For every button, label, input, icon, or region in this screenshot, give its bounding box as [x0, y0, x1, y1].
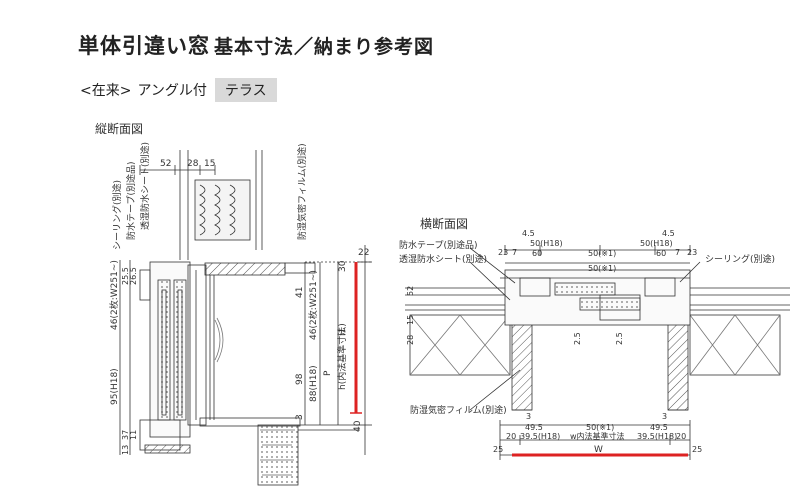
v-dim-mid-4: 3	[295, 414, 305, 420]
horizontal-section	[405, 245, 790, 460]
v-dim-top-2: 15	[204, 159, 215, 169]
h-dim-top-11: 23	[687, 248, 697, 257]
h-dim-side-3: 2.5	[573, 332, 582, 345]
h-dim-bot-11: W	[594, 445, 603, 455]
h-dim-side-1: 15	[406, 315, 415, 325]
h-dim-bot-8: 39.5(H18)	[637, 432, 677, 441]
vertical-section	[119, 150, 372, 486]
v-dim-top-1: 28	[187, 159, 199, 169]
v-note-sheet: 透湿防水シート(別途)	[139, 142, 151, 230]
h-dim-bot-6: w内法基準寸法	[570, 431, 625, 441]
variant-row: <在来> アングル付 テラス	[80, 78, 277, 102]
v-note-film: 防湿気密フィルム(別途)	[296, 143, 308, 240]
h-dim-side-4: 2.5	[615, 332, 624, 345]
h-note-sheet: 透湿防水シート(別途)	[399, 253, 487, 265]
h-dim-bot-2: 39.5(H18)	[520, 432, 560, 441]
h-dim-bot-9: 20	[676, 432, 686, 441]
v-dim-right-0: 22	[358, 248, 369, 258]
v-dim-mid-1: 41	[295, 287, 305, 298]
v-dim-left-0: 46(2枚:W251~)	[108, 260, 120, 330]
h-dim-bot-5: 3	[662, 412, 667, 421]
h-dim-top-5: 50(※1)	[588, 249, 616, 258]
v-dim-top-0: 52	[160, 159, 171, 169]
v-dim-right-2: 40	[353, 420, 363, 432]
title-sub: 基本寸法／納まり参考図	[214, 36, 435, 58]
v-dim-left-5: 37	[121, 430, 130, 440]
h-dim-bot-12: 25	[692, 445, 702, 454]
h-dim-top-8: 50(H18)	[640, 239, 673, 248]
h-dim-top-0: 4.5	[522, 229, 535, 238]
v-note-tape: 防水テープ(別途品)	[125, 162, 137, 240]
v-dim-mid-7: H	[338, 329, 348, 336]
title-main: 単体引違い窓	[78, 34, 210, 58]
h-dim-top-6: 50(※1)	[588, 264, 616, 273]
vertical-title: 縦断面図	[95, 121, 143, 136]
h-dim-side-2: 28	[406, 335, 415, 345]
h-dim-side-0: 52	[406, 286, 415, 296]
v-dim-mid-3: 88(H18)	[309, 365, 319, 402]
zairai-label: <在来>	[80, 83, 132, 99]
v-dim-mid-6: h(内法基準寸法)	[336, 323, 348, 390]
option-label: アングル付	[137, 83, 207, 99]
h-dim-bot-4: 50(※1)	[586, 423, 614, 432]
v-note-sealing: シーリング(別途)	[111, 180, 123, 250]
h-dim-top-3: 50(H18)	[530, 239, 563, 248]
v-dim-mid-2: 98	[295, 373, 305, 385]
v-dim-mid-0: 46(2枚:W251~)	[307, 270, 319, 340]
h-dim-bot-1: 49.5	[525, 423, 543, 432]
terrace-pill: テラス	[214, 78, 277, 102]
h-note-tape: 防水テープ(別途品)	[399, 239, 477, 251]
v-dim-left-4: 13	[121, 445, 130, 455]
h-dim-top-10: 7	[675, 248, 680, 257]
h-dim-bot-10: 25	[493, 445, 503, 454]
horizontal-title: 横断面図	[420, 216, 468, 231]
h-note-sealing: シーリング(別途)	[705, 253, 775, 265]
v-dim-left-2: 25.5	[121, 267, 130, 285]
h-note-film: 防湿気密フィルム(別途)	[410, 404, 507, 416]
v-dim-left-1: 95(H18)	[110, 368, 120, 405]
h-dim-top-1: 23	[498, 248, 508, 257]
h-dim-top-7: 60	[656, 249, 666, 258]
h-dim-top-9: 4.5	[662, 229, 675, 238]
page-title: 単体引違い窓基本寸法／納まり参考図	[78, 30, 434, 60]
h-dim-bot-3: 20	[506, 432, 516, 441]
h-dim-top-4: 60	[532, 249, 542, 258]
v-dim-right-1: 30	[338, 260, 348, 272]
h-dim-bot-7: 49.5	[650, 423, 668, 432]
v-dim-left-6: 11	[129, 430, 138, 440]
h-dim-bot-0: 3	[526, 412, 531, 421]
v-dim-mid-5: P	[323, 370, 333, 376]
h-dim-top-2: 7	[512, 248, 517, 257]
v-dim-left-3: 26.5	[129, 267, 138, 285]
